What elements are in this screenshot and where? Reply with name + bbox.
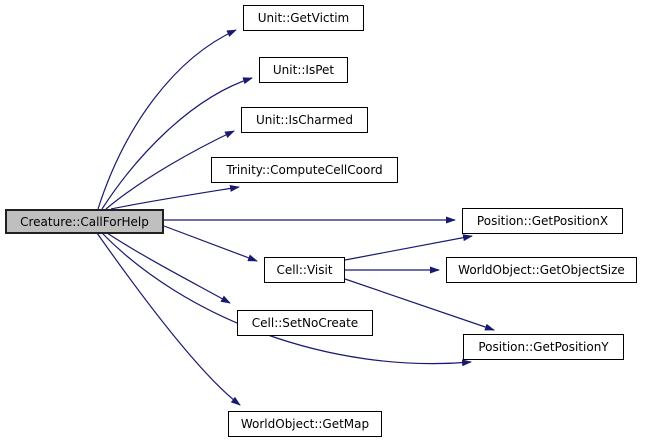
node-creature-callforhelp: Creature::CallForHelp — [5, 209, 164, 234]
edge-callforhelp-computecellcoord — [110, 184, 240, 210]
edge-callforhelp-getpositiony — [101, 232, 472, 367]
node-trinity-computecellcoord[interactable]: Trinity::ComputeCellCoord — [211, 157, 398, 183]
node-cell-visit[interactable]: Cell::Visit — [264, 257, 345, 283]
edge-callforhelp-getmap — [96, 232, 241, 406]
edge-cellvisit-getpositionx — [344, 234, 473, 261]
node-position-getpositionx[interactable]: Position::GetPositionX — [462, 208, 623, 234]
node-unit-ispet[interactable]: Unit::IsPet — [259, 57, 348, 83]
node-worldobject-getmap[interactable]: WorldObject::GetMap — [228, 411, 382, 437]
node-unit-ischarmed[interactable]: Unit::IsCharmed — [241, 107, 368, 133]
node-cell-setnocreate[interactable]: Cell::SetNoCreate — [237, 310, 373, 336]
node-unit-getvictim[interactable]: Unit::GetVictim — [243, 5, 364, 31]
edge-callforhelp-getvictim — [97, 29, 237, 210]
node-worldobject-getobjectsize[interactable]: WorldObject::GetObjectSize — [446, 257, 637, 283]
edge-callforhelp-setnocreate — [106, 232, 231, 304]
edge-callforhelp-ispet — [101, 77, 253, 210]
edge-cellvisit-getpositiony — [344, 278, 495, 331]
edge-callforhelp-cellvisit — [163, 225, 258, 262]
edge-callforhelp-ischarmed — [105, 130, 235, 210]
node-position-getpositiony[interactable]: Position::GetPositionY — [463, 334, 624, 360]
